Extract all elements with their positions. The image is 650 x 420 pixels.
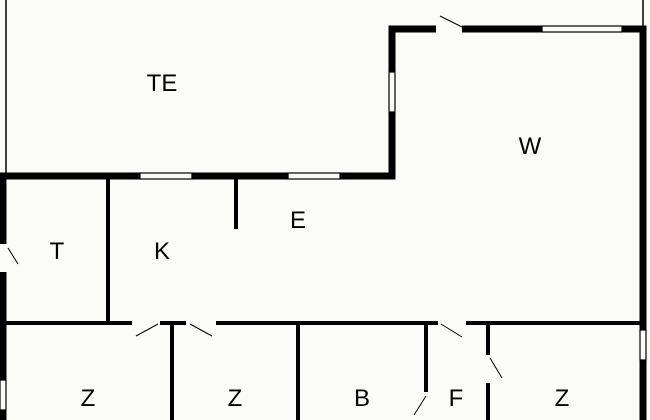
exterior-walls — [0, 25, 647, 420]
room-label-bedroom-2: Z — [228, 385, 243, 412]
room-label-kitchen: K — [154, 238, 170, 265]
room-label-bedroom-1: Z — [81, 385, 96, 412]
room-label-terrace: TE — [147, 70, 178, 97]
windows — [0, 25, 647, 411]
room-label-bedroom-3: Z — [555, 385, 570, 412]
room-label-living: W — [519, 133, 542, 160]
room-label-toilet: T — [50, 238, 65, 265]
room-labels: TE W E T K Z Z B F Z — [50, 70, 570, 412]
terrace-outline — [5, 0, 644, 175]
room-label-hallway: E — [290, 207, 306, 234]
room-label-storage: F — [449, 385, 464, 412]
door-swings — [7, 15, 503, 416]
door-openings — [0, 25, 492, 420]
room-label-bathroom: B — [354, 385, 370, 412]
